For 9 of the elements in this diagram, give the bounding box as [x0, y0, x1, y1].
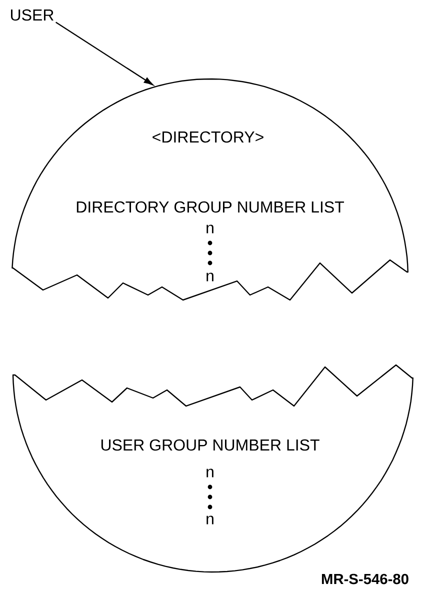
list-title: DIRECTORY GROUP NUMBER LIST — [76, 201, 344, 213]
list-item: n — [206, 516, 214, 524]
list-item: n — [206, 224, 214, 234]
list-item: n — [206, 468, 214, 478]
arrow — [56, 22, 154, 86]
list-item: n — [206, 272, 214, 282]
list-title: USER GROUP NUMBER LIST — [101, 439, 320, 451]
heading: <DIRECTORY> — [152, 131, 264, 143]
user-label: USER — [11, 9, 54, 21]
